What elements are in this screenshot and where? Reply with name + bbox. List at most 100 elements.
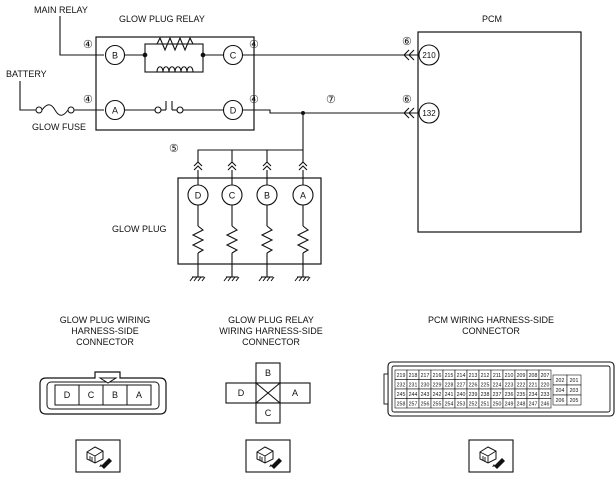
pcm-pin-label: 234 — [529, 392, 538, 398]
pcm-pin-label: 231 — [409, 383, 418, 389]
glow-plug-letter: B — [264, 191, 270, 201]
main-relay-label: MAIN RELAY — [34, 5, 88, 15]
pcm-pin-label: 213 — [469, 373, 478, 379]
circle-num-4-b: ④ — [83, 39, 93, 51]
pcm-pin-label: 258 — [397, 402, 406, 408]
pcm-pin-label: 233 — [541, 392, 550, 398]
relay-conn-pin-a: A — [292, 388, 298, 398]
pcm-pin-label: 216 — [433, 373, 442, 379]
svg-text:CONNECTOR: CONNECTOR — [76, 337, 134, 347]
pcm-pin-label: 227 — [457, 383, 466, 389]
pcm-pin-label: 202 — [556, 378, 565, 384]
pcm-pin-label: 251 — [481, 402, 490, 408]
relay-conn-pin-b: B — [265, 368, 271, 378]
heater-element-icon — [260, 225, 274, 254]
pcm-pin-label: 239 — [469, 392, 478, 398]
pcm-pin-label: 243 — [421, 392, 430, 398]
svg-text:HARNESS-SIDE: HARNESS-SIDE — [71, 326, 139, 336]
relay-conn-pin-c: C — [265, 408, 272, 418]
relay-harness-connector: B D A C — [225, 362, 311, 424]
heater-element-icon — [296, 225, 310, 254]
pcm-title: PCM — [482, 14, 502, 24]
pcm-pin-label: 221 — [529, 383, 538, 389]
pcm-pin-label: 235 — [517, 392, 526, 398]
pcm-pin-label: 242 — [433, 392, 442, 398]
pcm-pin-label: 209 — [517, 373, 526, 379]
pcm-pin-label: 226 — [469, 383, 478, 389]
pcm-pin-label: 212 — [481, 373, 490, 379]
pcm-pin-label: 249 — [505, 402, 514, 408]
circle-num-4-c: ④ — [249, 39, 259, 51]
pcm-pin-label: 240 — [457, 392, 466, 398]
circle-num-4-d: ④ — [249, 94, 259, 106]
connector-chevron-gp-a — [298, 161, 308, 171]
svg-text:210: 210 — [422, 51, 436, 60]
pcm-pin-label: 250 — [493, 402, 502, 408]
circle-num-4-a: ④ — [83, 94, 93, 106]
svg-text:CONNECTOR: CONNECTOR — [242, 337, 300, 347]
gp-conn-pin-c: C — [88, 390, 95, 400]
pcm-pin-label: 210 — [505, 373, 514, 379]
pcm-pin-label: 257 — [409, 402, 418, 408]
pcm-pin-label: 208 — [529, 373, 538, 379]
connector-chevron-gp-b — [262, 161, 272, 171]
pcm-pin-label: 230 — [421, 383, 430, 389]
pcm-pin-label: 206 — [556, 398, 565, 404]
connector-probe-icon — [468, 439, 514, 473]
fuse-icon — [35, 104, 75, 116]
pcm-pin-label: 241 — [445, 392, 454, 398]
svg-text:CONNECTOR: CONNECTOR — [462, 326, 520, 336]
ground-symbol-icon — [258, 276, 275, 282]
svg-text:D: D — [230, 106, 237, 116]
ground-symbol-icon — [223, 276, 240, 282]
glow-plug-c: C — [221, 184, 243, 282]
glow-plug-harness-connector: D C B A — [39, 371, 167, 415]
pcm-pin-label: 201 — [570, 378, 579, 384]
connector-probe-icon — [245, 439, 291, 473]
relay-conn-pin-d: D — [238, 388, 245, 398]
gp-connector-title: GLOW PLUG WIRING HARNESS-SIDE CONNECTOR — [60, 315, 151, 347]
svg-text:PCM WIRING HARNESS-SIDE: PCM WIRING HARNESS-SIDE — [428, 315, 554, 325]
connector-chevron-gp-c — [227, 161, 237, 171]
pcm-pin-label: 229 — [433, 383, 442, 389]
svg-text:A: A — [112, 106, 118, 116]
pcm-pin-label: 222 — [517, 383, 526, 389]
pcm-pin-label: 247 — [529, 402, 538, 408]
relay-coil-circuit — [124, 43, 224, 73]
pcm-pin-label: 244 — [409, 392, 418, 398]
pcm-pin-label: 232 — [397, 383, 406, 389]
glow-plug-bus-wire — [197, 113, 304, 162]
svg-text:132: 132 — [422, 109, 436, 118]
resistor-icon — [156, 36, 194, 52]
pcm-pin-label: 219 — [397, 373, 406, 379]
circle-num-6-132: ⑥ — [402, 94, 412, 106]
glow-plug-letter: A — [300, 191, 306, 201]
glow-plug-d: D — [187, 184, 209, 282]
pcm-pin-label: 245 — [397, 392, 406, 398]
pcm-pin-label: 220 — [541, 383, 550, 389]
battery-wire — [19, 81, 36, 111]
glow-plug-relay-title: GLOW PLUG RELAY — [119, 14, 205, 24]
pcm-pin-label: 214 — [457, 373, 466, 379]
pcm-pin-label: 225 — [481, 383, 490, 389]
pcm-pin-label: 223 — [505, 383, 514, 389]
glow-fuse-label: GLOW FUSE — [32, 122, 86, 132]
pcm-pin-label: 255 — [433, 402, 442, 408]
glow-plug-letter: D — [195, 191, 202, 201]
pcm-pin-label: 228 — [445, 383, 454, 389]
relay-terminal-b: B — [104, 44, 126, 66]
svg-text:GLOW PLUG WIRING: GLOW PLUG WIRING — [60, 315, 151, 325]
pcm-pin-label: 224 — [493, 383, 502, 389]
switch-icon — [124, 101, 224, 114]
pcm-box — [417, 31, 582, 233]
pcm-pin-label: 252 — [469, 402, 478, 408]
relay-connector-title: GLOW PLUG RELAY WIRING HARNESS-SIDE CONN… — [219, 315, 323, 347]
gp-conn-pin-b: B — [112, 390, 118, 400]
gp-conn-pin-a: A — [136, 390, 142, 400]
connector-chevron-gp-d — [193, 161, 203, 171]
glow-plug-box — [177, 177, 322, 265]
svg-text:B: B — [112, 51, 118, 61]
pcm-pin-label: 218 — [409, 373, 418, 379]
